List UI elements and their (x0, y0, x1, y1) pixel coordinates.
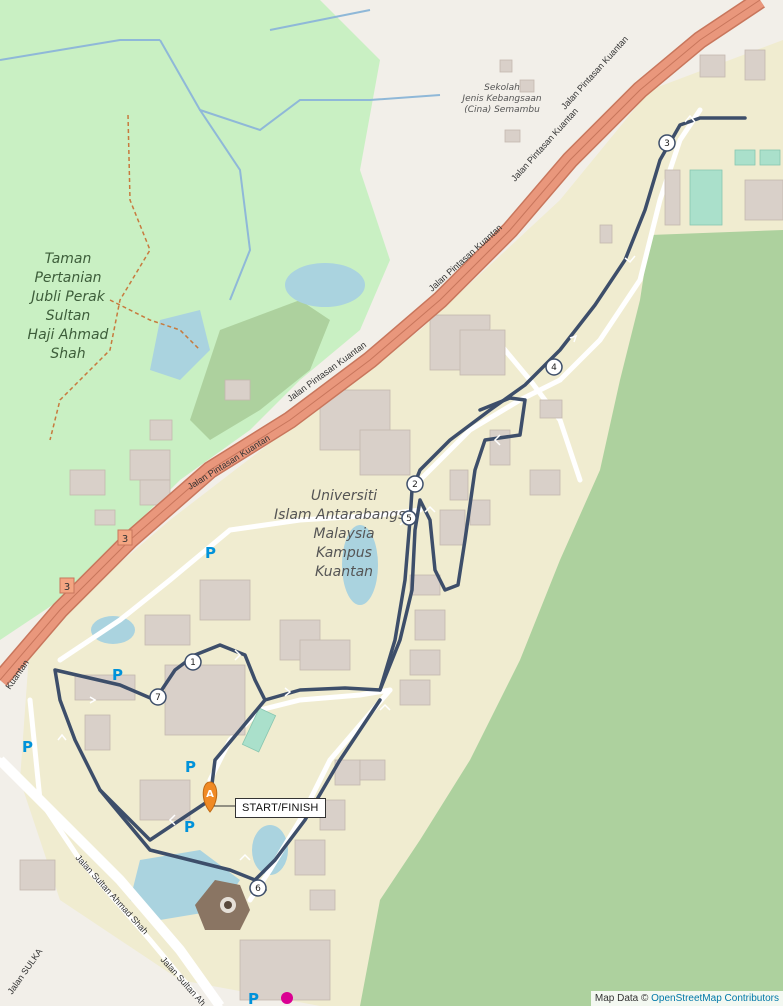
svg-text:Universiti: Universiti (311, 488, 377, 504)
map-attribution: Map Data © OpenStreetMap Contributors (590, 991, 783, 1006)
svg-text:3: 3 (664, 139, 670, 149)
university-label: Universiti Islam Antarabangsa Malaysia K… (274, 488, 414, 580)
highway-divider (0, 0, 761, 681)
route-shield-2: 3 (59, 577, 75, 594)
svg-text:(Cina) Semambu: (Cina) Semambu (464, 105, 540, 115)
svg-text:A: A (206, 789, 214, 800)
svg-text:2: 2 (412, 480, 418, 490)
park-wooded-patch (190, 300, 330, 440)
route-shield-1: 3 (117, 529, 133, 546)
hospital-icon (281, 992, 293, 1004)
svg-text:Sekolah: Sekolah (484, 83, 520, 93)
park-footpaths (49, 114, 201, 441)
start-finish-label: START/FINISH (235, 798, 326, 818)
parking-icon: P (112, 666, 123, 684)
svg-text:Shah: Shah (50, 346, 85, 362)
park-label: Taman Pertanian Jubli Perak Sultan Haji … (28, 251, 109, 362)
svg-text:Jenis Kebangsaan: Jenis Kebangsaan (460, 94, 541, 104)
forest-area (360, 230, 783, 1006)
buildings (19, 49, 783, 1001)
svg-text:5: 5 (406, 514, 412, 524)
checkpoint-3[interactable]: 3 (658, 134, 676, 152)
checkpoint-1[interactable]: 1 (184, 653, 202, 671)
sultan-road (0, 756, 225, 1006)
parking-icon: P (185, 758, 196, 776)
svg-text:Jubli Perak: Jubli Perak (28, 289, 106, 305)
svg-text:Islam Antarabangsa: Islam Antarabangsa (274, 507, 414, 523)
route-direction-arrows (57, 114, 696, 861)
svg-text:7: 7 (155, 693, 161, 703)
parking-icon: P (248, 990, 259, 1006)
sports-fields (241, 149, 781, 753)
parking-icon: P (205, 544, 216, 562)
svg-text:Pertanian: Pertanian (34, 270, 101, 286)
svg-text:1: 1 (190, 658, 196, 668)
svg-text:Taman: Taman (45, 251, 92, 267)
svg-text:Kampus: Kampus (316, 545, 372, 561)
svg-text:Haji Ahmad: Haji Ahmad (28, 327, 109, 343)
school-label: Sekolah Jenis Kebangsaan (Cina) Semambu (460, 83, 541, 115)
svg-text:4: 4 (551, 363, 557, 373)
svg-text:Sultan: Sultan (46, 308, 91, 324)
svg-text:3: 3 (64, 582, 70, 593)
checkpoint-2[interactable]: 2 (406, 475, 424, 493)
openstreetmap-link[interactable]: OpenStreetMap Contributors (651, 993, 779, 1004)
parking-icon: P (184, 818, 195, 836)
parking-signs: P P P P P P (22, 544, 259, 1006)
checkpoint-6[interactable]: 6 (249, 879, 267, 897)
start-marker-pin-icon[interactable]: A (202, 781, 218, 813)
parking-icon: P (22, 738, 33, 756)
checkpoint-5[interactable]: 5 (401, 510, 417, 526)
svg-text:6: 6 (255, 884, 261, 894)
mosque (195, 880, 250, 930)
svg-text:Kuantan: Kuantan (315, 564, 373, 580)
checkpoint-7[interactable]: 7 (149, 688, 167, 706)
svg-text:3: 3 (122, 534, 128, 545)
svg-text:Malaysia: Malaysia (313, 526, 374, 542)
checkpoint-4[interactable]: 4 (545, 358, 563, 376)
checkpoint-markers: 1 2 3 4 5 6 7 (149, 134, 676, 897)
streams (0, 9, 441, 301)
attribution-prefix: Map Data © (594, 993, 652, 1004)
